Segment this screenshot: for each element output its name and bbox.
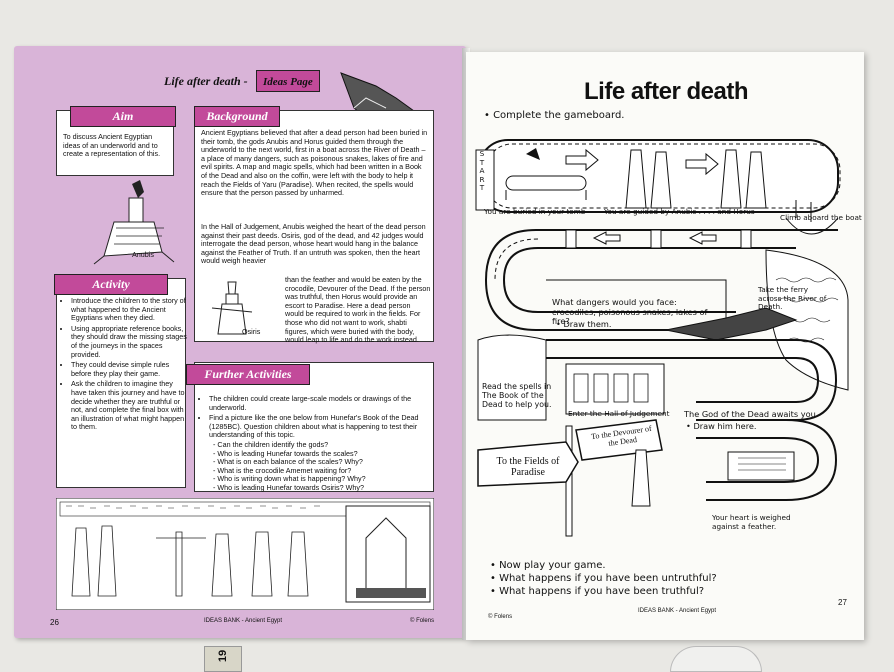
- protractor: [670, 646, 762, 672]
- osiris-label: Osiris: [242, 327, 261, 336]
- caption-dangers: What dangers would you face: crocodiles,…: [552, 297, 708, 326]
- background-p2: In the Hall of Judgement, Anubis weighed…: [201, 222, 426, 266]
- draw-them-text: Draw them.: [563, 319, 612, 329]
- activity-item: Introduce the children to the story of w…: [71, 296, 189, 323]
- further-item: Find a picture like the one below from H…: [209, 413, 437, 440]
- activity-tag: Activity: [54, 274, 168, 295]
- activity-item: Ask the children to imagine they have ta…: [71, 380, 189, 432]
- left-page-publisher: © Folens: [410, 618, 435, 624]
- aim-title: Aim: [112, 109, 134, 123]
- osiris-illustration: [211, 281, 253, 335]
- aim-text: To discuss Ancient Egyptian ideas of an …: [63, 132, 161, 159]
- right-page-title: Life after death: [584, 78, 749, 105]
- right-page-publisher: © Folens: [488, 614, 513, 620]
- anubis-label: Anubis: [132, 250, 154, 259]
- caption-draw-him: • Draw him here.: [686, 421, 757, 431]
- caption-buried: You are buried in your tomb: [484, 207, 586, 216]
- question-line: - Can the children identify the gods?: [213, 440, 329, 449]
- further-activities-title: Further Activities: [204, 367, 292, 381]
- question-line: - What is on each balance of the scales?…: [213, 457, 363, 467]
- ideas-page-tag: Ideas Page: [256, 70, 320, 92]
- bottom-bullet: • Now play your game.: [490, 560, 606, 571]
- sign-fields-of-paradise: To the Fields of Paradise: [496, 456, 560, 478]
- question-line: - What is the crocodile Amemet waiting f…: [213, 465, 352, 475]
- gameboard: [475, 139, 849, 537]
- start-letter: R: [479, 174, 485, 184]
- left-page-title: Life after death -: [164, 74, 248, 88]
- start-letter: A: [479, 166, 485, 175]
- question-line: - Who is writing down what is happening?…: [213, 474, 366, 484]
- anubis-illustration: [93, 180, 175, 265]
- activity-list: Introduce the children to the story of w…: [61, 296, 189, 434]
- caption-climb: Climb aboard the boat: [780, 213, 862, 222]
- draw-him-text: Draw him here.: [693, 421, 757, 431]
- aim-tag: Aim: [70, 106, 176, 127]
- right-page: Life after death • Complete the gameboar…: [466, 52, 864, 640]
- background-p3: than the feather and would be eaten by t…: [285, 275, 431, 345]
- bottom-bullet-text: Now play your game.: [499, 560, 606, 571]
- ruler-number: 19: [217, 649, 230, 663]
- left-page-series: IDEAS BANK - Ancient Egypt: [204, 618, 283, 624]
- background-p1: Ancient Egyptians believed that after a …: [201, 128, 428, 198]
- background-tag: Background: [194, 106, 280, 127]
- background-title: Background: [206, 109, 268, 123]
- start-label: S T A R T: [476, 149, 488, 193]
- caption-draw-them: • Draw them.: [556, 319, 612, 329]
- further-item: The children could create large-scale mo…: [209, 394, 437, 412]
- start-letter: S: [479, 149, 485, 158]
- further-questions: - Can the children identify the gods? - …: [213, 440, 429, 493]
- question-line: - Who is leading Hunefar towards the sca…: [213, 448, 358, 458]
- activity-item: They could devise simple rules before th…: [71, 360, 189, 378]
- caption-ferry: Take the ferry across the River of Death…: [758, 285, 827, 311]
- activity-item: Using appropriate reference books, they …: [71, 324, 189, 359]
- bottom-bullets: • Now play your game. • What happens if …: [490, 560, 717, 597]
- bottom-bullet: • What happens if you have been untruthf…: [490, 573, 717, 584]
- bottom-bullet-text: What happens if you have been untruthful…: [499, 573, 717, 584]
- instruction-text: Complete the gameboard.: [493, 110, 625, 121]
- right-page-number: 27: [838, 598, 847, 607]
- background-box: Ancient Egyptians believed that after a …: [194, 110, 434, 345]
- ruler: 19: [204, 646, 242, 672]
- start-letter: T: [479, 157, 485, 167]
- left-page: Life after death - Ideas Page To discuss…: [14, 46, 466, 638]
- bottom-bullet-text: What happens if you have been truthful?: [499, 586, 705, 597]
- caption-god-dead: The God of the Dead awaits you.: [684, 409, 819, 419]
- right-page-series: IDEAS BANK - Ancient Egypt: [638, 608, 717, 614]
- ideas-page-tag-label: Ideas Page: [263, 76, 313, 88]
- activity-title: Activity: [92, 277, 130, 291]
- caption-hall: Enter the Hall of Judgement: [568, 409, 670, 418]
- activity-box: Introduce the children to the story of w…: [56, 278, 189, 488]
- caption-read-spells: Read the spells in The Book of the Dead …: [482, 382, 552, 410]
- book-of-dead-illustration: [56, 498, 434, 610]
- left-page-number: 26: [50, 618, 59, 627]
- further-activities-tag: Further Activities: [186, 364, 310, 385]
- further-list: The children could create large-scale mo…: [199, 394, 437, 442]
- bottom-bullet: • What happens if you have been truthful…: [490, 586, 705, 597]
- start-letter: T: [479, 183, 485, 192]
- caption-guided: You are guided by Anubis . . . . and Hor…: [604, 207, 755, 216]
- caption-heart: Your heart is weighed against a feather.: [712, 513, 791, 531]
- question-line: - Who is leading Hunefar towards Osiris?…: [213, 482, 364, 492]
- instruction-line: • Complete the gameboard.: [484, 110, 625, 121]
